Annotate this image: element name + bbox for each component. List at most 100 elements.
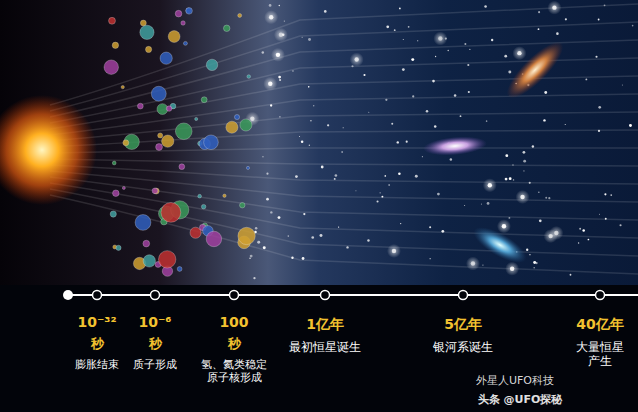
particle	[122, 186, 125, 189]
expansion-ray	[50, 189, 638, 256]
expansion-ray	[50, 195, 638, 274]
star-glow	[263, 77, 277, 91]
star	[487, 202, 490, 205]
star	[384, 175, 386, 177]
star	[313, 105, 314, 106]
star	[520, 195, 524, 199]
star	[481, 204, 482, 205]
star	[310, 120, 312, 122]
galaxy	[469, 220, 532, 269]
timeline-ticks	[93, 291, 605, 300]
particle	[160, 52, 172, 64]
star	[598, 130, 600, 132]
event-label: 银河系诞生	[433, 340, 493, 354]
star-glow	[516, 190, 530, 204]
star	[582, 229, 585, 232]
timeline-start	[63, 290, 73, 300]
event-label: 质子形成	[133, 358, 177, 371]
particle	[168, 31, 180, 43]
particle	[226, 121, 238, 133]
expansion-ray	[50, 94, 638, 135]
particle	[143, 255, 155, 267]
star	[482, 264, 483, 265]
star	[467, 64, 469, 66]
time-value: 5亿年	[444, 316, 482, 333]
star-glow	[547, 1, 561, 15]
star	[394, 29, 396, 31]
star	[311, 236, 314, 239]
timeline-tick	[596, 291, 605, 300]
star	[279, 116, 280, 117]
particle	[206, 231, 221, 246]
watermark: 头条 @UFO探秘	[478, 393, 563, 406]
big-bang-glow	[0, 95, 97, 205]
star	[302, 37, 303, 38]
particle	[179, 164, 185, 170]
star	[464, 205, 465, 206]
star	[552, 5, 556, 9]
star	[505, 178, 508, 181]
particle	[246, 166, 249, 169]
particle	[223, 194, 226, 197]
star	[253, 277, 255, 279]
star	[426, 110, 429, 113]
star	[354, 57, 358, 61]
star	[346, 246, 348, 248]
star	[598, 106, 601, 109]
particle	[140, 25, 154, 39]
star	[512, 164, 514, 166]
star-glow	[274, 28, 288, 42]
star	[302, 257, 305, 260]
star	[505, 154, 508, 157]
galaxy	[422, 134, 487, 158]
star-glow	[271, 48, 285, 62]
star	[529, 182, 531, 184]
star	[386, 25, 389, 28]
star	[250, 255, 253, 258]
star	[488, 183, 492, 187]
particle	[186, 8, 193, 15]
star-glow	[387, 244, 401, 258]
particle	[198, 194, 202, 198]
star	[402, 68, 405, 71]
star	[282, 34, 284, 36]
timeline-tick	[459, 291, 468, 300]
star	[435, 56, 436, 57]
expansion-ray	[50, 4, 638, 105]
particle	[177, 267, 182, 272]
particle	[240, 202, 245, 207]
particle	[152, 188, 158, 194]
star	[513, 179, 514, 180]
star	[321, 166, 324, 169]
particle	[195, 117, 198, 120]
star-glow	[497, 219, 511, 233]
particle	[204, 135, 219, 150]
star	[595, 56, 597, 58]
star	[301, 141, 304, 144]
time-value: 10⁻³²	[77, 314, 116, 331]
star-glow	[264, 10, 278, 24]
star	[543, 119, 545, 121]
star	[257, 241, 260, 244]
particle	[175, 10, 182, 17]
star	[269, 4, 272, 7]
star-glow	[512, 46, 526, 60]
star	[355, 190, 356, 191]
star-glow	[433, 32, 447, 46]
star	[363, 74, 365, 76]
star	[579, 228, 581, 230]
expansion-rays	[50, 4, 638, 274]
particle	[181, 21, 185, 25]
star	[368, 112, 369, 113]
star	[632, 25, 634, 27]
time-value: 1亿年	[306, 316, 344, 333]
particle	[201, 204, 206, 209]
star	[412, 95, 414, 97]
star	[450, 158, 453, 161]
star	[308, 38, 311, 41]
starfield	[245, 1, 633, 280]
particle	[137, 103, 143, 109]
star	[619, 224, 621, 226]
star	[538, 11, 540, 13]
star-glow	[483, 178, 497, 192]
